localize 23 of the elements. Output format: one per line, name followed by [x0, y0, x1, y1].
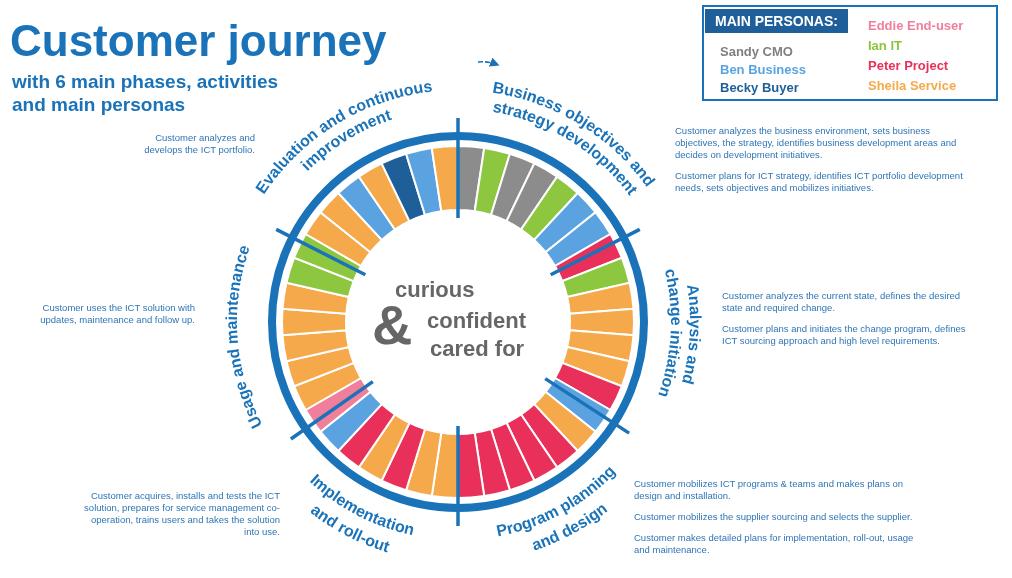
- center-text: curious: [395, 277, 475, 303]
- description-text: Customer analyzes the business environment, sets business objectives, the strategy, identifies business development areas and decides on development initiatives.: [675, 125, 958, 161]
- legend-text: Becky Buyer: [720, 80, 799, 95]
- description-text: Customer plans for ICT strategy, identifies ICT portfolio development needs, sets objectives and mobilizes initiatives.: [675, 170, 964, 194]
- title: Customer journey: [10, 16, 387, 66]
- legend-text: Sheila Service: [868, 78, 957, 93]
- description-text: Customer mobilizes the supplier sourcing and selects the supplier.: [634, 511, 914, 523]
- center-text: confident: [427, 308, 526, 334]
- legend-heading: MAIN PERSONAS:: [705, 9, 848, 33]
- description-text: Customer analyzes and develops the ICT portfolio.: [143, 132, 255, 156]
- description-text: Customer mobilizes ICT programs & teams and makes plans on design and installation.: [634, 478, 905, 502]
- legend-text: Eddie End-user: [868, 18, 964, 33]
- description-text: Customer makes detailed plans for implementation, roll-out, usage and maintenance.: [634, 532, 915, 556]
- description-text: Customer plans and initiates the change program, defines ICT sourcing approach and high level requirements.: [722, 323, 967, 347]
- legend-text: Peter Project: [868, 58, 949, 73]
- center-text: cared for: [430, 336, 525, 362]
- description-text: Customer acquires, installs and tests the ICT solution, prepares for service management co-operation, trains users and takes the solution into use.: [83, 490, 280, 538]
- legend-text: Ian IT: [868, 38, 902, 53]
- subtitle: with 6 main phases, activities and main personas: [12, 70, 280, 116]
- legend-text: Ben Business: [720, 62, 806, 77]
- description-text: Customer analyzes the current state, defines the desired state and required change.: [722, 290, 962, 314]
- description-text: Customer uses the ICT solution with updates, maintenance and follow up.: [40, 302, 195, 326]
- legend-text: Sandy CMO: [720, 44, 793, 59]
